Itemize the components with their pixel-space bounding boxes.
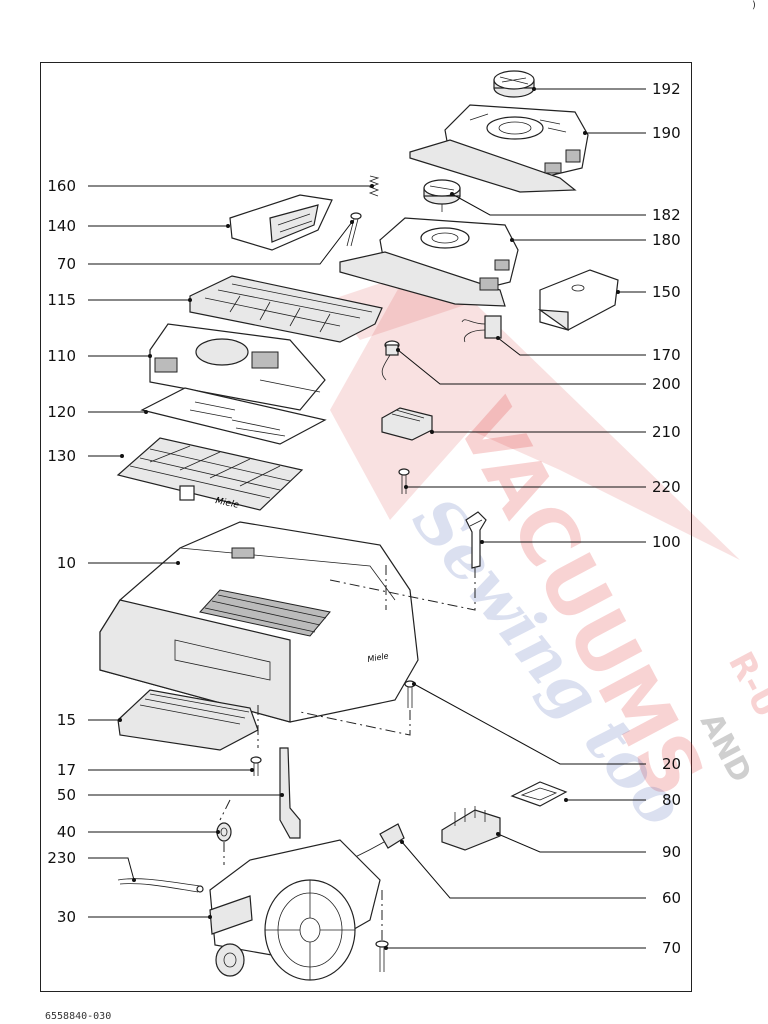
callout-label-10: 10 xyxy=(56,554,76,572)
callout-label-182: 182 xyxy=(652,206,681,224)
part-130-filter-cassette: Miele xyxy=(116,437,304,511)
part-160-spring xyxy=(368,175,380,197)
part-30-cable-reel xyxy=(209,839,381,981)
corner-mark: ) xyxy=(752,0,756,11)
part-140-cover xyxy=(229,194,333,251)
part-182-knob xyxy=(423,179,461,212)
part-70-screw-upper xyxy=(346,212,362,247)
callout-label-17: 17 xyxy=(56,761,76,779)
callout-label-210: 210 xyxy=(652,423,681,441)
callout-label-15: 15 xyxy=(56,711,76,729)
callout-label-110: 110 xyxy=(47,347,76,365)
part-180-switch-housing xyxy=(339,217,519,307)
part-200-sensor xyxy=(381,340,400,381)
callout-label-50: 50 xyxy=(56,786,76,804)
callout-label-230: 230 xyxy=(47,849,76,867)
callout-label-180: 180 xyxy=(652,231,681,249)
part-115-grid-frame xyxy=(189,275,383,343)
assembly-lines xyxy=(219,565,476,940)
callout-label-40: 40 xyxy=(56,823,76,841)
document-number: 6558840-030 xyxy=(45,1011,112,1022)
part-210-bracket xyxy=(381,407,433,441)
callout-label-192: 192 xyxy=(652,80,681,98)
callout-label-140: 140 xyxy=(47,217,76,235)
leader-lines xyxy=(88,87,646,950)
part-190-top-cover xyxy=(409,104,589,193)
part-90-connector xyxy=(441,806,501,851)
part-110-filter-frame xyxy=(149,323,326,411)
callout-label-80: 80 xyxy=(662,791,682,809)
part-17-screw xyxy=(250,756,262,776)
part-10-main-housing: Miele xyxy=(99,521,419,723)
part-230-cable xyxy=(117,878,204,893)
part-150-cap xyxy=(537,269,619,332)
part-15-grille-insert xyxy=(117,689,259,751)
part-170-switch xyxy=(461,315,502,343)
part-120-filter-mat xyxy=(140,387,327,445)
callout-label-220: 220 xyxy=(652,478,681,496)
callout-label-150: 150 xyxy=(652,283,681,301)
filter-brand-text: Miele xyxy=(214,496,240,511)
callout-label-160: 160 xyxy=(47,177,76,195)
part-192-knob xyxy=(493,70,535,98)
callout-label-170: 170 xyxy=(652,346,681,364)
callout-label-90: 90 xyxy=(662,843,682,861)
callout-label-130: 130 xyxy=(47,447,76,465)
callout-label-70-lower: 70 xyxy=(662,939,682,957)
part-80-ring xyxy=(510,781,568,807)
callout-label-70-upper: 70 xyxy=(56,255,76,273)
part-50-rod xyxy=(279,747,301,839)
callout-label-120: 120 xyxy=(47,403,76,421)
callout-label-20: 20 xyxy=(662,755,682,773)
part-70-screw-lower xyxy=(375,940,389,972)
callout-label-100: 100 xyxy=(652,533,681,551)
callout-label-200: 200 xyxy=(652,375,681,393)
callout-label-30: 30 xyxy=(56,908,76,926)
callout-label-60: 60 xyxy=(662,889,682,907)
watermark: VACUUMS Sewing too R-U AND xyxy=(330,250,768,841)
housing-brand-text: Miele xyxy=(367,651,390,664)
diagram-frame xyxy=(40,62,692,992)
callout-label-190: 190 xyxy=(652,124,681,142)
callout-label-115: 115 xyxy=(47,291,76,309)
part-220-screw xyxy=(398,468,410,494)
part-100-latch xyxy=(465,511,487,569)
